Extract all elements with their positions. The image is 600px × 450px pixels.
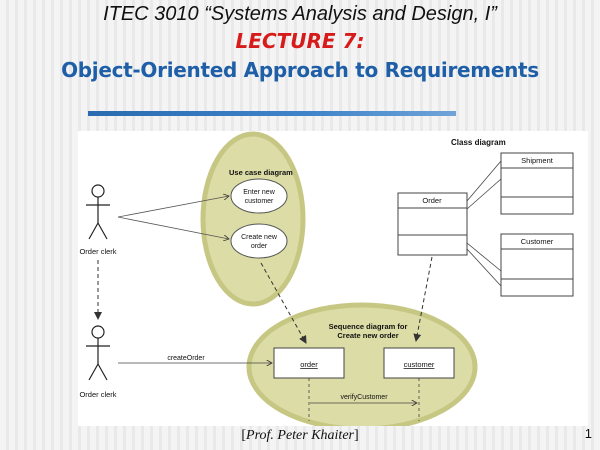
- use-case-enter-customer: [230, 178, 288, 214]
- actor-order-clerk-2: [86, 325, 110, 381]
- use-case-enter-customer-line1: Enter new: [243, 189, 275, 196]
- use-case-create-order-line2: order: [251, 243, 268, 250]
- ooa-diagram: Use case diagram Enter new customer Crea…: [78, 131, 588, 426]
- dependency-use-case-to-sequence: [260, 262, 307, 344]
- author-name: Prof. Peter Khaiter: [246, 428, 354, 443]
- lecture-title: Object-Oriented Approach to Requirements: [61, 58, 539, 82]
- actor-order-clerk-1: [86, 184, 110, 240]
- use-case-create-order-line1: Create new: [241, 234, 278, 241]
- assoc-order-shipment: [466, 160, 502, 202]
- class-customer-label: Customer: [521, 237, 554, 246]
- assoc-order-shipment-2: [466, 178, 502, 210]
- lecture-number: LECTURE 7:: [235, 29, 365, 53]
- page-number: 1: [584, 426, 592, 441]
- class-shipment: [500, 152, 574, 215]
- author-bracket-open: [: [241, 428, 247, 443]
- class-order: [397, 192, 468, 256]
- actor-label-1: Order clerk: [79, 247, 116, 256]
- message-create-order-label: createOrder: [167, 355, 205, 362]
- title-underline: [88, 111, 456, 116]
- sequence-object-customer: [383, 347, 455, 379]
- sequence-heading-line1: Sequence diagram for: [329, 322, 408, 331]
- assoc-order-customer-2: [466, 248, 502, 287]
- class-order-label: Order: [422, 196, 442, 205]
- use-case-create-order: [230, 223, 288, 259]
- use-case-enter-customer-line2: customer: [245, 198, 274, 205]
- sequence-object-customer-label: customer: [404, 360, 435, 369]
- message-verify-customer-label: verifyCustomer: [340, 394, 388, 401]
- sequence-object-order-label: order: [300, 360, 318, 369]
- sequence-heading-line2: Create new order: [337, 331, 398, 340]
- footer-author: [Prof. Peter Khaiter]: [0, 428, 600, 444]
- association-enter-customer: [117, 196, 229, 218]
- assoc-order-customer: [466, 242, 502, 272]
- course-title: ITEC 3010 “Systems Analysis and Design, …: [103, 3, 497, 25]
- class-shipment-label: Shipment: [521, 156, 554, 165]
- class-diagram-heading: Class diagram: [451, 138, 506, 147]
- use-case-heading: Use case diagram: [229, 168, 293, 177]
- use-case-highlight: [200, 131, 306, 307]
- author-bracket-close: ]: [353, 428, 359, 443]
- class-customer: [500, 233, 574, 297]
- actor-label-2: Order clerk: [79, 390, 116, 399]
- dependency-class-to-sequence: [413, 256, 433, 342]
- association-create-order: [117, 216, 229, 239]
